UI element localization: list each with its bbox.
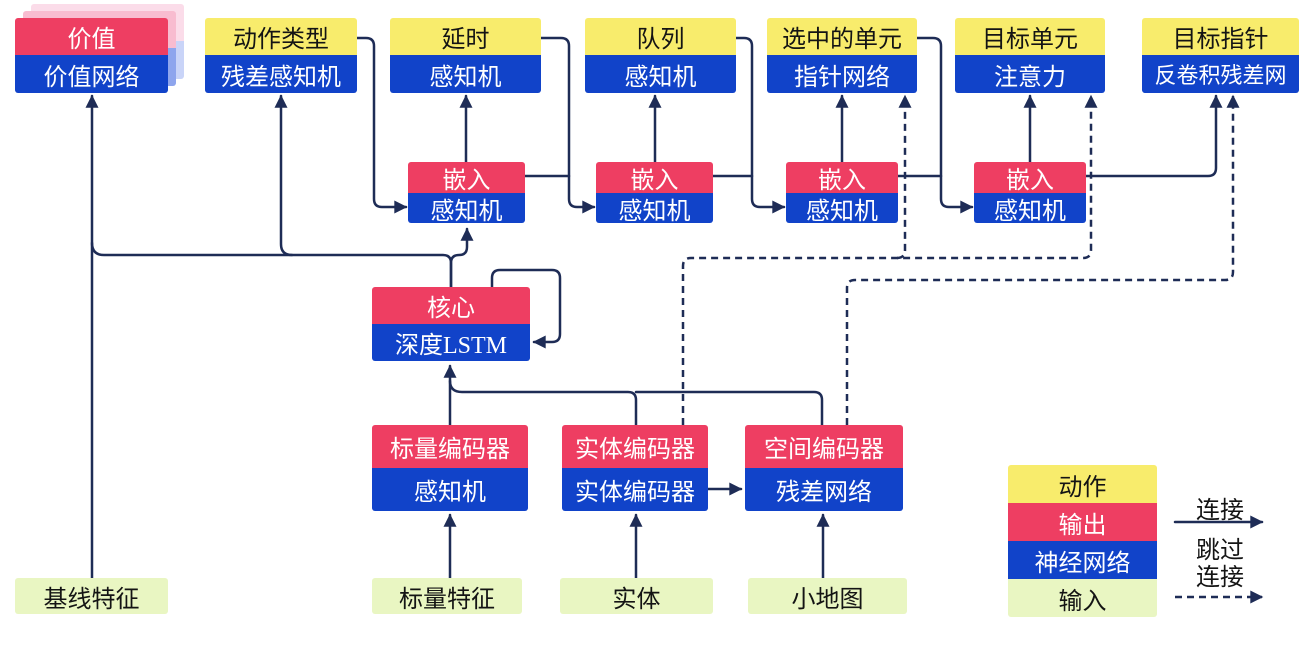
legend-connection-label: 连接 [1196, 498, 1244, 524]
node-target-point-head: 目标指针 [1142, 18, 1299, 55]
legend-output: 输出 [1008, 503, 1157, 541]
node-core-network: 深度LSTM [372, 324, 530, 361]
node-scalar-encoder: 标量编码器 感知机 [372, 425, 528, 511]
node-spatial-encoder: 空间编码器 残差网络 [745, 425, 903, 511]
solid-connectors [85, 36, 1264, 580]
node-spatial-encoder-output: 空间编码器 [745, 425, 903, 468]
node-scalar-encoder-network: 感知机 [372, 468, 528, 511]
edge-queue-side-to-embed3 [734, 36, 786, 214]
node-action-type-head: 动作类型 [205, 18, 357, 55]
node-delay-network: 感知机 [390, 55, 541, 93]
node-entity-encoder-network: 实体编码器 [562, 468, 708, 511]
node-minimap: 小地图 [748, 578, 907, 614]
node-value-output: 价值 [15, 18, 168, 55]
edge-selected-side-to-embed4 [915, 36, 974, 214]
node-core: 核心 深度LSTM [372, 287, 530, 361]
node-action-type-network: 残差感知机 [205, 55, 357, 93]
node-core-output: 核心 [372, 287, 530, 324]
node-queue-network: 感知机 [585, 55, 736, 93]
node-value: 价值 价值网络 [15, 18, 168, 93]
node-embed1-output: 嵌入 [408, 162, 525, 194]
node-target-point-network: 反卷积残差网 [1142, 55, 1299, 93]
edge-spatialenc-collector [634, 390, 824, 427]
node-embed4-network: 感知机 [974, 193, 1086, 223]
skip-branch-to-selected [896, 94, 912, 260]
legend-swatches: 动作 输出 神经网络 输入 [1008, 465, 1157, 617]
node-target-unit: 目标单元 注意力 [955, 18, 1105, 93]
node-embed3-output: 嵌入 [786, 162, 898, 194]
node-embed4-output: 嵌入 [974, 162, 1086, 194]
node-embed3: 嵌入 感知机 [786, 162, 898, 223]
node-target-unit-network: 注意力 [955, 55, 1105, 93]
node-value-network: 价值网络 [15, 55, 168, 93]
legend-neural-network: 神经网络 [1008, 541, 1157, 579]
edge-delay-side-to-embed2 [539, 36, 596, 214]
node-entity-encoder-output: 实体编码器 [562, 425, 708, 468]
legend-action: 动作 [1008, 465, 1157, 503]
legend-input: 输入 [1008, 579, 1157, 617]
node-action-type: 动作类型 残差感知机 [205, 18, 357, 93]
edge-embed4-to-targetpoint [1084, 94, 1223, 178]
node-target-point: 目标指针 反卷积残差网 [1142, 18, 1299, 93]
node-entity-encoder: 实体编码器 实体编码器 [562, 425, 708, 511]
node-embed1-network: 感知机 [408, 193, 525, 223]
node-selected-units-network: 指针网络 [767, 55, 917, 93]
node-scalar-encoder-output: 标量编码器 [372, 425, 528, 468]
edge-core-to-embed1 [449, 227, 474, 289]
node-target-unit-head: 目标单元 [955, 18, 1105, 55]
node-embed2: 嵌入 感知机 [596, 162, 713, 223]
node-embed2-network: 感知机 [596, 193, 713, 223]
edge-actiontype-side-to-embed1 [355, 36, 408, 214]
node-embed1: 嵌入 感知机 [408, 162, 525, 223]
node-queue: 队列 感知机 [585, 18, 736, 93]
node-selected-units: 选中的单元 指针网络 [767, 18, 917, 93]
edge-core-trunk-left [90, 241, 453, 289]
node-selected-units-head: 选中的单元 [767, 18, 917, 55]
edge-entityenc-collector [448, 379, 638, 427]
node-embed2-output: 嵌入 [596, 162, 713, 194]
node-delay: 延时 感知机 [390, 18, 541, 93]
node-spatial-encoder-network: 残差网络 [745, 468, 903, 511]
node-queue-head: 队列 [585, 18, 736, 55]
edge-core-to-actiontype [274, 94, 294, 257]
node-entities: 实体 [560, 578, 713, 614]
skip-connectors [681, 94, 1264, 604]
node-baseline-features: 基线特征 [15, 578, 168, 614]
node-delay-head: 延时 [390, 18, 541, 55]
node-embed3-network: 感知机 [786, 193, 898, 223]
skip-spatialenc-to-targetpoint [845, 94, 1240, 425]
node-scalar-features: 标量特征 [372, 578, 522, 614]
edge-core-self-loop [490, 268, 562, 349]
legend-skip-label: 跳过 连接 [1196, 538, 1244, 591]
skip-entityenc-to-targetunit [681, 94, 1098, 425]
node-embed4: 嵌入 感知机 [974, 162, 1086, 223]
